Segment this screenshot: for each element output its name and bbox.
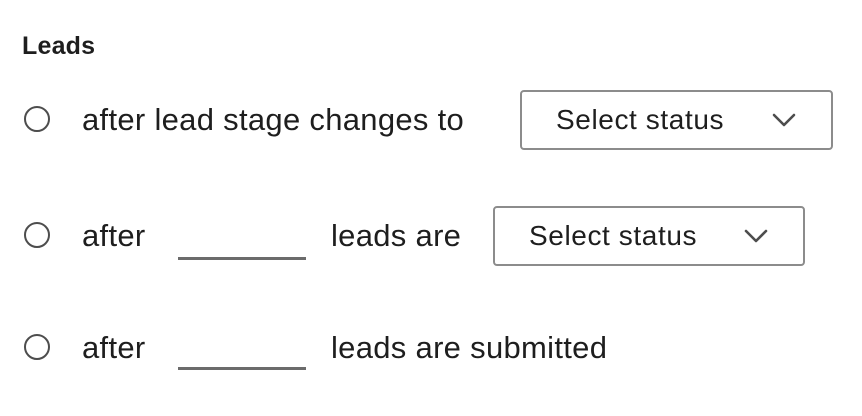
option-label-stage-change: after lead stage changes to: [82, 102, 465, 137]
section-title: Leads: [22, 32, 96, 60]
option-row-leads-submitted: after leads are submitted: [0, 318, 862, 378]
lead-count-input[interactable]: [178, 212, 306, 260]
status-select-leads-are[interactable]: Select status: [493, 206, 805, 266]
chevron-down-icon: [772, 113, 796, 127]
status-select-stage-change[interactable]: Select status: [520, 90, 833, 150]
radio-stage-change[interactable]: [24, 106, 50, 132]
option-label-leads-are: leads are: [331, 218, 462, 253]
option-row-leads-are-status: after leads are Select status: [0, 206, 862, 266]
option-row-stage-change: after lead stage changes to Select statu…: [0, 90, 862, 150]
radio-leads-are-status[interactable]: [24, 222, 50, 248]
submitted-count-input[interactable]: [178, 322, 306, 370]
option-label-after: after: [82, 218, 146, 253]
status-select-value: Select status: [529, 220, 698, 251]
status-select-value: Select status: [556, 104, 725, 135]
chevron-down-icon: [744, 229, 768, 243]
radio-leads-submitted[interactable]: [24, 334, 50, 360]
option-label-after: after: [82, 330, 146, 365]
option-label-leads-submitted: leads are submitted: [331, 330, 608, 365]
